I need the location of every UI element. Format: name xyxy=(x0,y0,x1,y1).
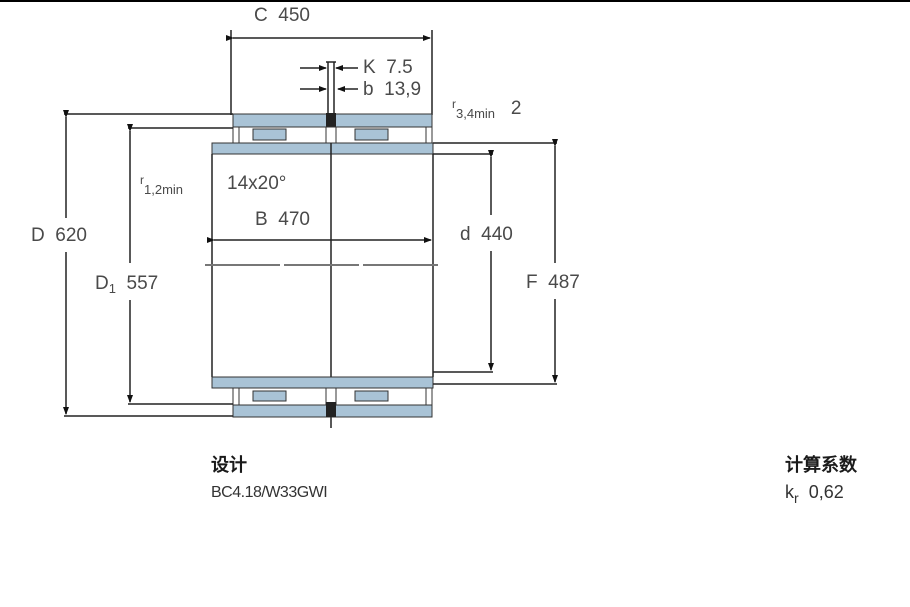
dimension-K-b xyxy=(300,61,358,113)
top-border-rule xyxy=(0,0,910,2)
dimension-D xyxy=(63,110,233,417)
outer-ring-bottom xyxy=(232,387,433,418)
label-r34min: r3,4min 2 xyxy=(452,97,522,121)
label-r12min: r1,2min xyxy=(140,173,184,197)
label-B: B 470 xyxy=(255,209,310,230)
dimension-d xyxy=(433,150,494,373)
label-F: F 487 xyxy=(526,272,580,293)
label-K: K 7.5 xyxy=(363,57,413,78)
label-C: C 450 xyxy=(254,5,310,26)
dimension-F xyxy=(433,139,558,385)
outer-ring-top xyxy=(232,113,433,144)
calculation-factor-kr: kr 0,62 xyxy=(785,482,844,506)
designation-value: BC4.18/W33GWI xyxy=(211,484,328,501)
dimension-D1 xyxy=(127,124,233,405)
label-lubrication-holes: 14x20° xyxy=(227,173,287,194)
label-b: b 13,9 xyxy=(363,79,422,100)
inner-ring-bottom xyxy=(211,376,434,389)
label-d: d 440 xyxy=(460,224,513,245)
dimension-C xyxy=(226,30,433,115)
calculation-factor-heading: 计算系数 xyxy=(785,455,857,476)
designation-heading: 设计 xyxy=(211,455,247,476)
label-D1: D1 557 xyxy=(95,273,159,296)
inner-ring-top xyxy=(211,142,434,155)
label-D: D 620 xyxy=(31,225,87,246)
